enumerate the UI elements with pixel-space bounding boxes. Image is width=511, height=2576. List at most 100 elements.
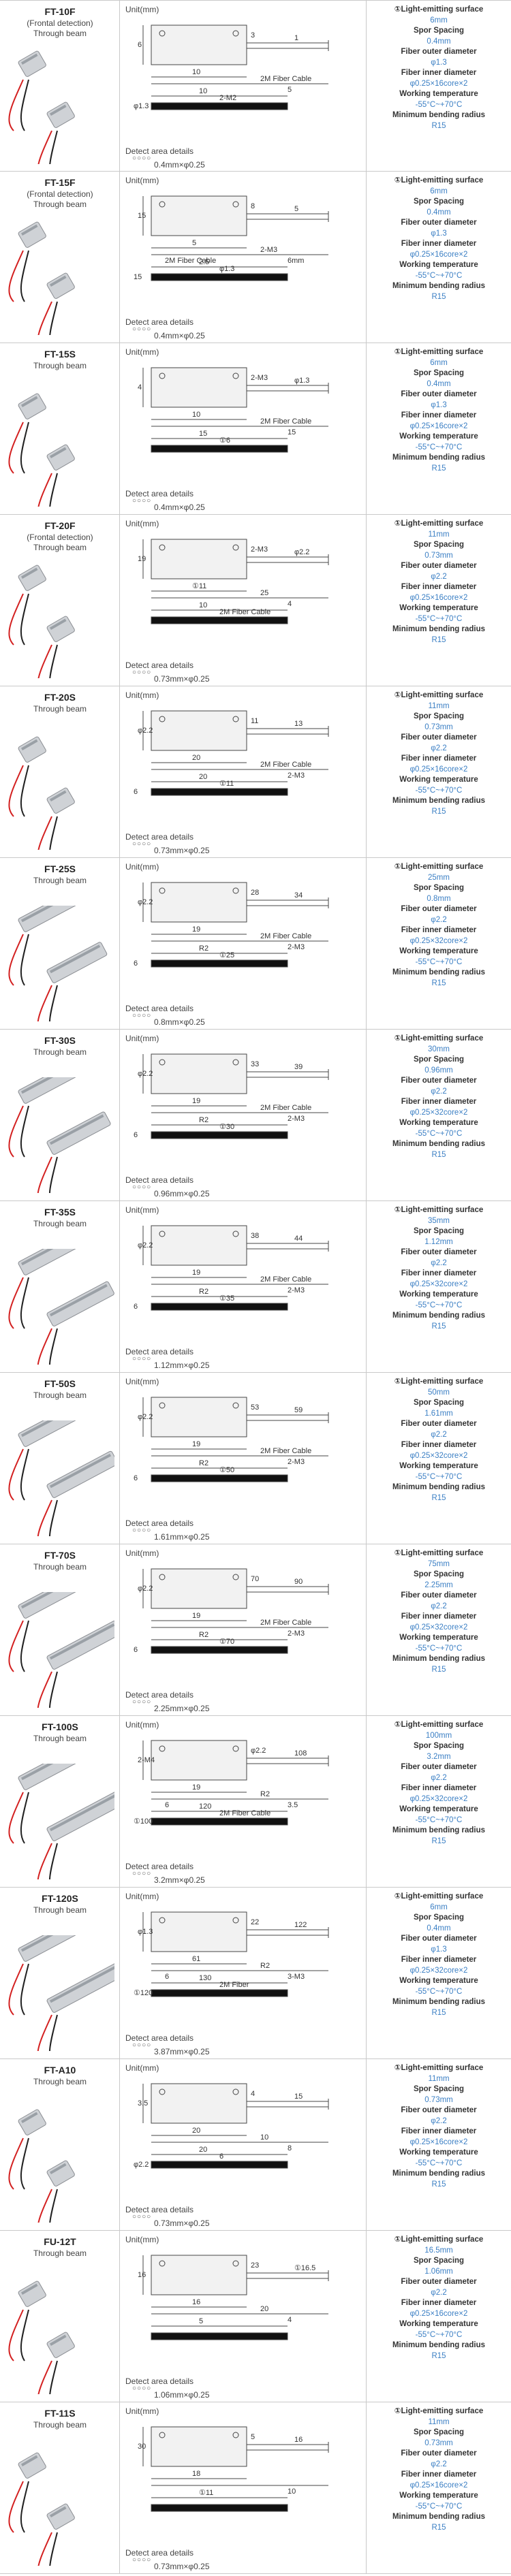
dimension-label: 2M Fiber Cable — [260, 417, 311, 426]
dimension-label: 11 — [251, 717, 258, 725]
spec-value: φ0.25×16core×2 — [409, 250, 468, 259]
spec-value: -55°C~+70°C — [415, 1987, 463, 1996]
unit-label: Unit(mm) — [125, 176, 159, 185]
dimension-label: 15 — [138, 212, 146, 220]
dimension-label: 2M Fiber Cable — [260, 75, 311, 83]
dimension-label: R2 — [199, 944, 208, 953]
spec-value: R15 — [431, 1322, 446, 1331]
spec-key: Fiber inner diameter — [401, 2127, 477, 2135]
dimension-label: 61 — [192, 1955, 200, 1963]
dimension-label: 6 — [134, 1474, 138, 1482]
spec-value: -55°C~+70°C — [415, 614, 463, 623]
detect-dots: ○○○○ — [132, 1012, 152, 1019]
spec-value: 6mm — [430, 187, 448, 195]
product-column: FT-15F(Frontal detection)Through beam — [0, 172, 120, 343]
dimension-label: 130 — [199, 1974, 211, 1982]
detect-dots: ○○○○ — [132, 2041, 152, 2049]
spec-key: Fiber inner diameter — [401, 1956, 477, 1964]
detect-area-label: Detect area details — [125, 1862, 194, 1871]
dimension-label: 6 — [134, 1303, 138, 1311]
detect-area-size: 0.8mm×φ0.25 — [154, 1017, 205, 1027]
detect-area-label: Detect area details — [125, 1518, 194, 1528]
dimension-label: 2M Fiber Cable — [260, 1619, 311, 1627]
product-row: FT-15F(Frontal detection)Through beam Uni… — [0, 172, 511, 343]
dimension-label: 30 — [138, 2443, 146, 2451]
spec-key: Fiber inner diameter — [401, 926, 477, 934]
product-photo — [8, 736, 75, 850]
spec-value: φ0.25×32core×2 — [409, 1794, 468, 1803]
dimension-drawing — [142, 1053, 329, 1139]
spec-key: Minimum bending radius — [392, 282, 486, 290]
spec-key: Fiber inner diameter — [401, 1269, 477, 1277]
spec-key: Working temperature — [399, 1634, 478, 1642]
detect-area-label: Detect area details — [125, 1347, 194, 1356]
product-photo — [8, 1935, 114, 2051]
dimension-label: 23 — [251, 2261, 259, 2270]
spec-key: Spor Spacing — [413, 1913, 465, 1922]
model-name: FT-15S — [44, 349, 76, 360]
spec-key: Spor Spacing — [413, 884, 465, 892]
product-photo — [8, 1249, 114, 1365]
detect-area-size: 2.25mm×φ0.25 — [154, 1704, 210, 1713]
spec-key: Minimum bending radius — [392, 2341, 486, 2349]
spec-value: 11mm — [428, 530, 450, 539]
dimension-label: 2-M3 — [260, 246, 277, 254]
spec-key: ①Light-emitting surface — [394, 520, 484, 528]
dimension-label: 15 — [199, 430, 207, 438]
spec-key: Working temperature — [399, 90, 478, 98]
spec-key: Spor Spacing — [413, 1399, 465, 1407]
spec-value: 0.73mm — [424, 2438, 453, 2447]
spec-key: Spor Spacing — [413, 712, 465, 720]
detect-area-label: Detect area details — [125, 1175, 194, 1185]
spec-key: Spor Spacing — [413, 2085, 465, 2093]
detect-area-size: 1.61mm×φ0.25 — [154, 1532, 210, 1542]
spec-value: φ1.3 — [431, 58, 447, 67]
spec-key: Working temperature — [399, 1119, 478, 1127]
spec-key: Spor Spacing — [413, 541, 465, 549]
model-name: FT-120S — [42, 1893, 78, 1904]
dimension-label: 34 — [294, 891, 303, 900]
spec-value: 1.61mm — [424, 1409, 453, 1418]
dimension-drawing — [142, 367, 329, 453]
dimension-label: R2 — [199, 1288, 208, 1296]
dimension-drawing — [142, 1740, 329, 1826]
spec-value: 11mm — [428, 701, 450, 710]
dimension-label: φ2.2 — [138, 898, 153, 906]
model-name: FT-30S — [44, 1035, 76, 1046]
spec-key: Minimum bending radius — [392, 454, 486, 462]
spec-value: R15 — [431, 292, 446, 301]
dimension-label: 6mm — [288, 257, 304, 265]
model-name: FT-35S — [44, 1207, 76, 1218]
spec-value: φ2.2 — [431, 2288, 447, 2297]
dimension-label: 5 — [199, 2317, 203, 2325]
dimension-label: 10 — [192, 68, 200, 76]
dimension-label: 4 — [251, 2090, 255, 2098]
spec-value: 6mm — [430, 358, 448, 367]
dimension-label: 90 — [294, 1578, 303, 1586]
product-image — [8, 393, 75, 507]
spec-key: Fiber outer diameter — [401, 48, 477, 56]
spec-value: φ0.25×16core×2 — [409, 422, 468, 430]
dimension-label: 120 — [199, 1802, 211, 1811]
spec-value: φ1.3 — [431, 229, 447, 238]
dimension-label: ①70 — [219, 1638, 234, 1646]
spec-value: 0.4mm — [427, 37, 451, 46]
dimension-drawing — [142, 25, 329, 110]
